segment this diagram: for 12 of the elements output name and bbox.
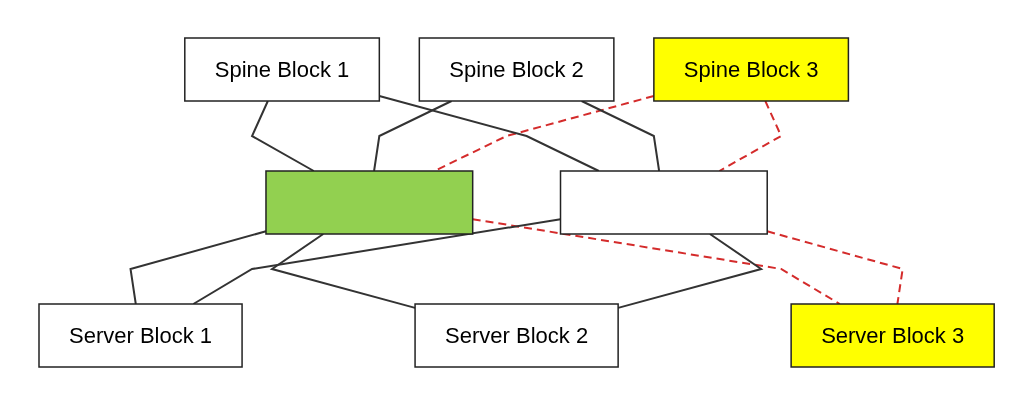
node-box: Server Block 3 — [790, 302, 996, 368]
connector — [766, 229, 905, 305]
node-box: Server Block 2 — [414, 302, 620, 368]
node-box: Spine Block 1 — [184, 36, 381, 102]
node-box — [265, 169, 474, 235]
node-box: Spine Block 2 — [419, 36, 615, 102]
connector — [718, 99, 783, 172]
connector — [373, 99, 453, 172]
connector — [581, 99, 661, 172]
node-box: Server Block 1 — [38, 302, 244, 368]
node-box — [560, 169, 769, 235]
node-box: Spine Block 3 — [653, 36, 850, 102]
